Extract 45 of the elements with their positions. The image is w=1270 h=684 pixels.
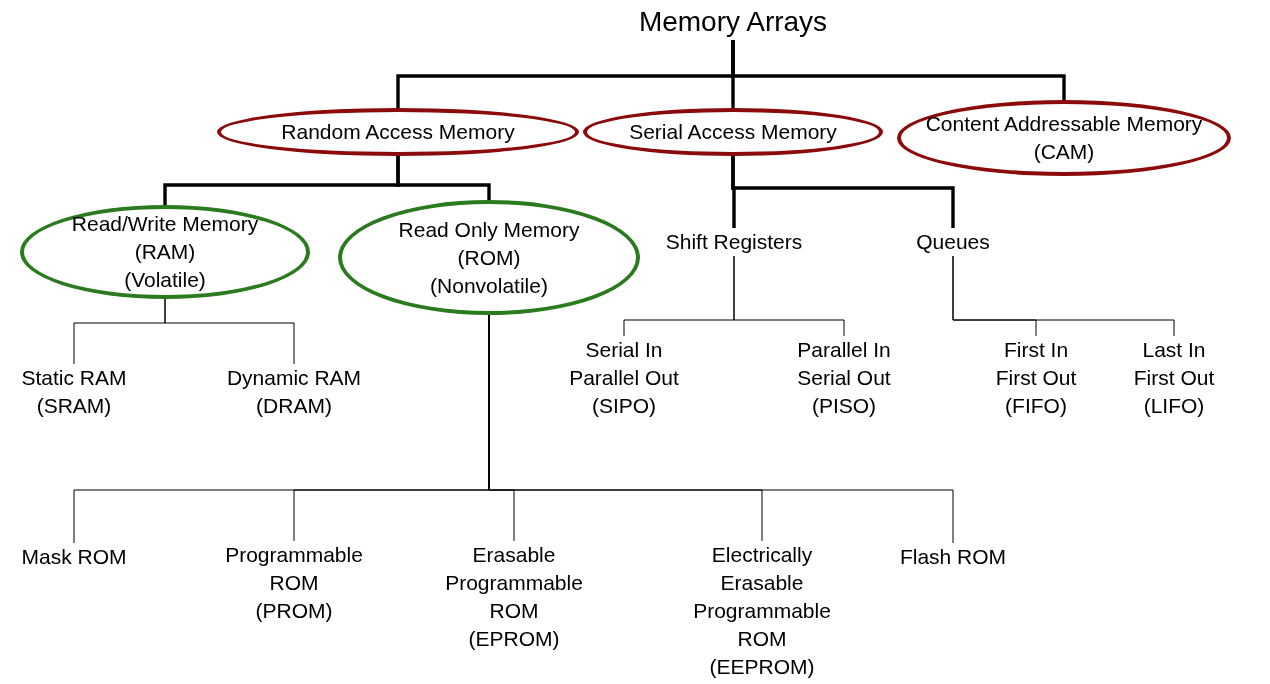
diagram-heading: Memory Arrays <box>638 5 828 39</box>
connector-line <box>488 314 954 544</box>
connector-line <box>396 156 491 200</box>
node-label: Queues <box>916 229 990 255</box>
node-label: (ROM) <box>457 244 521 271</box>
category-ellipse <box>20 205 310 299</box>
node-label: (SRAM) <box>36 393 112 419</box>
node-label: Erasable Programmable ROM <box>444 542 584 624</box>
node-label: (SIPO) <box>591 393 657 419</box>
node-label: Serial In Parallel Out <box>568 337 680 391</box>
node-label: Read Only Memory <box>398 216 580 243</box>
node-label: Last In First Out <box>1132 337 1216 391</box>
category-ellipse <box>217 108 579 156</box>
node-label: (EPROM) <box>468 626 560 652</box>
connector-line <box>731 156 955 228</box>
node-label: (DRAM) <box>256 393 332 419</box>
node-label: Programmable ROM <box>224 542 364 596</box>
node-label: Shift Registers <box>665 229 803 255</box>
node-label: (EEPROM) <box>709 654 815 680</box>
node-label: (RAM) <box>134 239 196 265</box>
node-label: (PROM) <box>255 598 333 624</box>
node-label: Static RAM <box>21 365 127 391</box>
node-label: (LIFO) <box>1143 393 1205 419</box>
connector-line <box>952 255 1175 337</box>
node-label: Parallel In Serial Out <box>796 337 892 391</box>
node-label: First In First Out <box>994 337 1078 391</box>
node-label: Mask ROM <box>21 544 127 570</box>
node-label: (FIFO) <box>1005 393 1067 419</box>
node-label: Electrically Erasable Programmable ROM <box>692 542 832 652</box>
category-ellipse <box>897 100 1231 176</box>
connector-line <box>733 255 845 337</box>
category-ellipse <box>583 108 883 156</box>
node-label: Random Access Memory <box>281 119 515 145</box>
connector-line <box>731 40 1066 100</box>
node-label: Content Addressable Memory <box>925 111 1203 137</box>
node-label: (Volatile) <box>124 267 206 293</box>
node-label: Read/Write Memory <box>71 211 259 237</box>
category-ellipse <box>338 200 640 315</box>
node-label: Dynamic RAM <box>226 365 362 391</box>
node-label: (Nonvolatile) <box>430 272 548 299</box>
node-label: (CAM) <box>1033 139 1095 165</box>
node-label: Flash ROM <box>899 544 1007 570</box>
node-label: Serial Access Memory <box>629 119 837 145</box>
connector-line <box>164 298 295 365</box>
node-label: (PISO) <box>811 393 877 419</box>
